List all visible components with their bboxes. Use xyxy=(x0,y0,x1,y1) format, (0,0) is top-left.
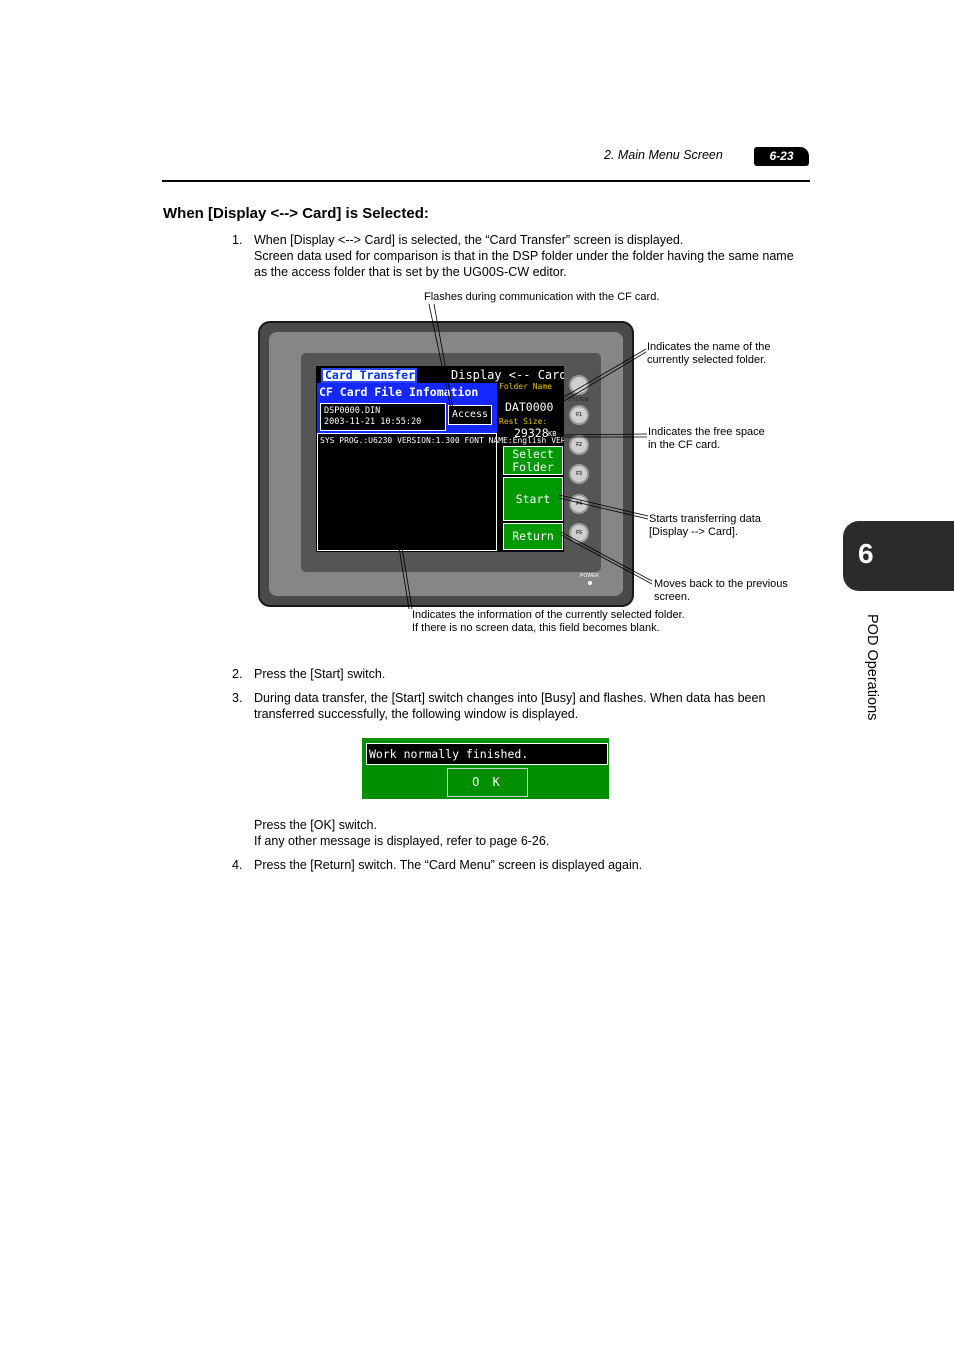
callout-info: Indicates the information of the current… xyxy=(412,609,685,635)
f5-key[interactable]: F5 xyxy=(569,523,589,543)
rest-size-label: Rest Size: xyxy=(499,417,548,426)
step-line: When [Display <--> Card] is selected, th… xyxy=(254,233,684,247)
step-line: as the access folder that is set by the … xyxy=(254,265,567,279)
folder-info-frame xyxy=(317,433,497,551)
chapter-number: 6 xyxy=(858,538,874,569)
cf-info-title: CF Card File Infomation xyxy=(319,385,479,399)
callout-line: [Display --> Card]. xyxy=(649,526,738,538)
rest-size-unit: KB xyxy=(548,430,557,438)
select-folder-line: Select xyxy=(512,447,554,461)
callout-folder-name: Indicates the name of the currently sele… xyxy=(647,341,771,367)
folder-info-text: SYS PROG.:U6230 VERSION:1.300 FONT NAME:… xyxy=(320,436,564,445)
step-number: 4. xyxy=(232,858,243,872)
f3-key[interactable]: F3 xyxy=(569,464,589,484)
callout-line: If there is no screen data, this field b… xyxy=(412,622,660,634)
power-lamp xyxy=(588,581,592,585)
return-button[interactable]: Return xyxy=(503,523,563,550)
f4-key[interactable]: F4 xyxy=(569,494,589,514)
step-line: Screen data used for comparison is that … xyxy=(254,249,794,263)
header-section-title: 2. Main Menu Screen xyxy=(604,148,723,162)
step-number: 3. xyxy=(232,691,243,705)
step-text: During data transfer, the [Start] switch… xyxy=(254,690,765,722)
file-info-box: DSP0000.DIN 2003-11-21 10:55:20 xyxy=(320,403,446,431)
callout-starts: Starts transferring data [Display --> Ca… xyxy=(649,513,761,539)
step-text: Press the [Start] switch. xyxy=(254,666,385,682)
header-page-number: 6-23 xyxy=(754,147,809,166)
callout-line: Moves back to the previous xyxy=(654,578,788,590)
select-folder-button[interactable]: Select Folder xyxy=(503,446,563,475)
callout-free-space: Indicates the free space in the CF card. xyxy=(648,426,765,452)
system-key[interactable] xyxy=(569,375,589,395)
folder-name-value: DAT0000 xyxy=(505,400,554,414)
callout-line: Indicates the free space xyxy=(648,426,765,438)
ok-button[interactable]: O K xyxy=(447,768,528,797)
screen-tab-title: Card Transfer xyxy=(321,368,417,383)
callout-line: Indicates the information of the current… xyxy=(412,609,685,621)
step-number: 1. xyxy=(232,233,243,247)
power-label: POWER xyxy=(580,573,599,579)
callout-line: screen. xyxy=(654,591,691,603)
callout-line: Starts transferring data xyxy=(649,513,761,525)
access-indicator: Access xyxy=(448,405,492,425)
finished-message: Work normally finished. xyxy=(366,743,608,765)
step-line: Press the [Start] switch. xyxy=(254,667,386,681)
select-folder-line: Folder xyxy=(512,460,554,474)
step-line: Press the [OK] switch. xyxy=(254,818,377,832)
callout-line: Indicates the name of the xyxy=(647,341,771,353)
start-button[interactable]: Start xyxy=(503,477,563,521)
step-text: Press the [OK] switch. If any other mess… xyxy=(254,817,549,849)
system-label: SYSTEM xyxy=(568,397,589,403)
step-line: If any other message is displayed, refer… xyxy=(254,834,550,848)
file-date: 2003-11-21 10:55:20 xyxy=(324,417,422,427)
step-number: 2. xyxy=(232,667,243,681)
callout-moves-back: Moves back to the previous screen. xyxy=(654,578,788,604)
folder-name-label: Folder Name xyxy=(499,382,552,391)
rest-size-value: 29328 xyxy=(514,426,549,440)
f2-key[interactable]: F2 xyxy=(569,435,589,455)
header-rule xyxy=(162,180,810,182)
f1-key[interactable]: F1 xyxy=(569,405,589,425)
callout-line: in the CF card. xyxy=(648,439,721,451)
chapter-label: POD Operations xyxy=(862,614,882,734)
step-line: During data transfer, the [Start] switch… xyxy=(254,691,766,705)
chapter-label-text: POD Operations xyxy=(864,614,880,721)
callout-flashes: Flashes during communication with the CF… xyxy=(424,291,660,303)
step-line: Press the [Return] switch. The “Card Men… xyxy=(254,858,643,872)
section-title: When [Display <--> Card] is Selected: xyxy=(163,205,429,222)
step-text: When [Display <--> Card] is selected, th… xyxy=(254,232,794,280)
screen-mode: Display <-- Card xyxy=(451,368,564,382)
file-name: DSP0000.DIN xyxy=(324,406,381,416)
step-line: transferred successfully, the following … xyxy=(254,707,579,721)
card-transfer-screen: Card Transfer Display <-- Card CF Card F… xyxy=(316,366,564,552)
chapter-tab xyxy=(843,521,954,591)
step-text: Press the [Return] switch. The “Card Men… xyxy=(254,857,642,873)
callout-line: currently selected folder. xyxy=(647,354,767,366)
